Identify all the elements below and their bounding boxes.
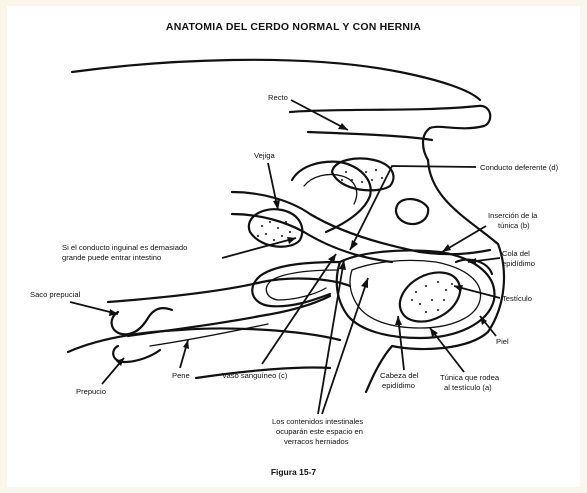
pelvic-loop-inner: [304, 174, 357, 204]
label-cabeza-line1: Cabeza del: [380, 371, 419, 380]
figure-caption: Figura 15-7: [0, 467, 587, 477]
label-tunica-line2: al testículo (a): [444, 383, 492, 392]
leader-cabeza-arrow: [395, 316, 402, 325]
seminal-gland-texture: [341, 167, 383, 183]
label-recto: Recto: [268, 93, 288, 102]
rectum-lower: [308, 132, 432, 140]
label-contenidos-line2: ocuparán este espacio en: [276, 427, 363, 436]
leader-contenidos-1-arrow: [361, 278, 368, 288]
leader-recto: [291, 100, 348, 130]
label-cola-line2: epidídimo: [502, 259, 535, 268]
label-insercion-line2: túnica (b): [498, 221, 530, 230]
testis-texture: [411, 281, 453, 313]
label-vejiga: Vejiga: [254, 151, 275, 160]
rectum-upper: [290, 106, 490, 128]
leader-pene-arrow: [183, 340, 189, 349]
testis: [391, 263, 468, 332]
label-pene: Pene: [172, 371, 190, 380]
label-vaso: Vaso sanguíneo (c): [222, 371, 288, 380]
label-piel: Piel: [496, 337, 509, 346]
label-conducto-deferente: Conducto deferente (d): [480, 163, 559, 172]
tunica-outer: [337, 250, 495, 338]
tunica-inner: [350, 260, 481, 328]
bulbourethral-gland: [396, 199, 428, 224]
label-testiculo: Testículo: [502, 294, 532, 303]
leader-conducto: [350, 166, 476, 250]
leader-testiculo-arrow: [454, 285, 463, 292]
label-inguinal-line1: Si el conducto inguinal es demasiado: [62, 243, 187, 252]
leader-insercion-arrow: [442, 244, 451, 252]
penis-shaft: [128, 296, 330, 336]
label-cabeza-line2: epidídimo: [382, 381, 415, 390]
label-tunica-line1: Túnica que rodea: [440, 373, 500, 382]
belly-line: [108, 279, 350, 302]
label-insercion-line1: Inserción de la: [488, 211, 538, 220]
label-inguinal-line2: grande puede entrar intestino: [62, 253, 161, 262]
label-cola-line1: Cola del: [502, 249, 530, 258]
rear-body-edge: [366, 160, 504, 392]
penis-shaft-inner: [150, 324, 268, 346]
rectum-back: [423, 128, 430, 160]
leader-conducto-arrow: [350, 240, 358, 250]
label-contenidos-line1: Los contenidos intestinales: [272, 417, 363, 426]
label-prepucio: Prepucio: [76, 387, 106, 396]
label-saco: Saco prepucial: [30, 290, 81, 299]
label-contenidos-line3: verracos herniados: [284, 437, 349, 446]
lower-belly-line: [68, 328, 340, 352]
